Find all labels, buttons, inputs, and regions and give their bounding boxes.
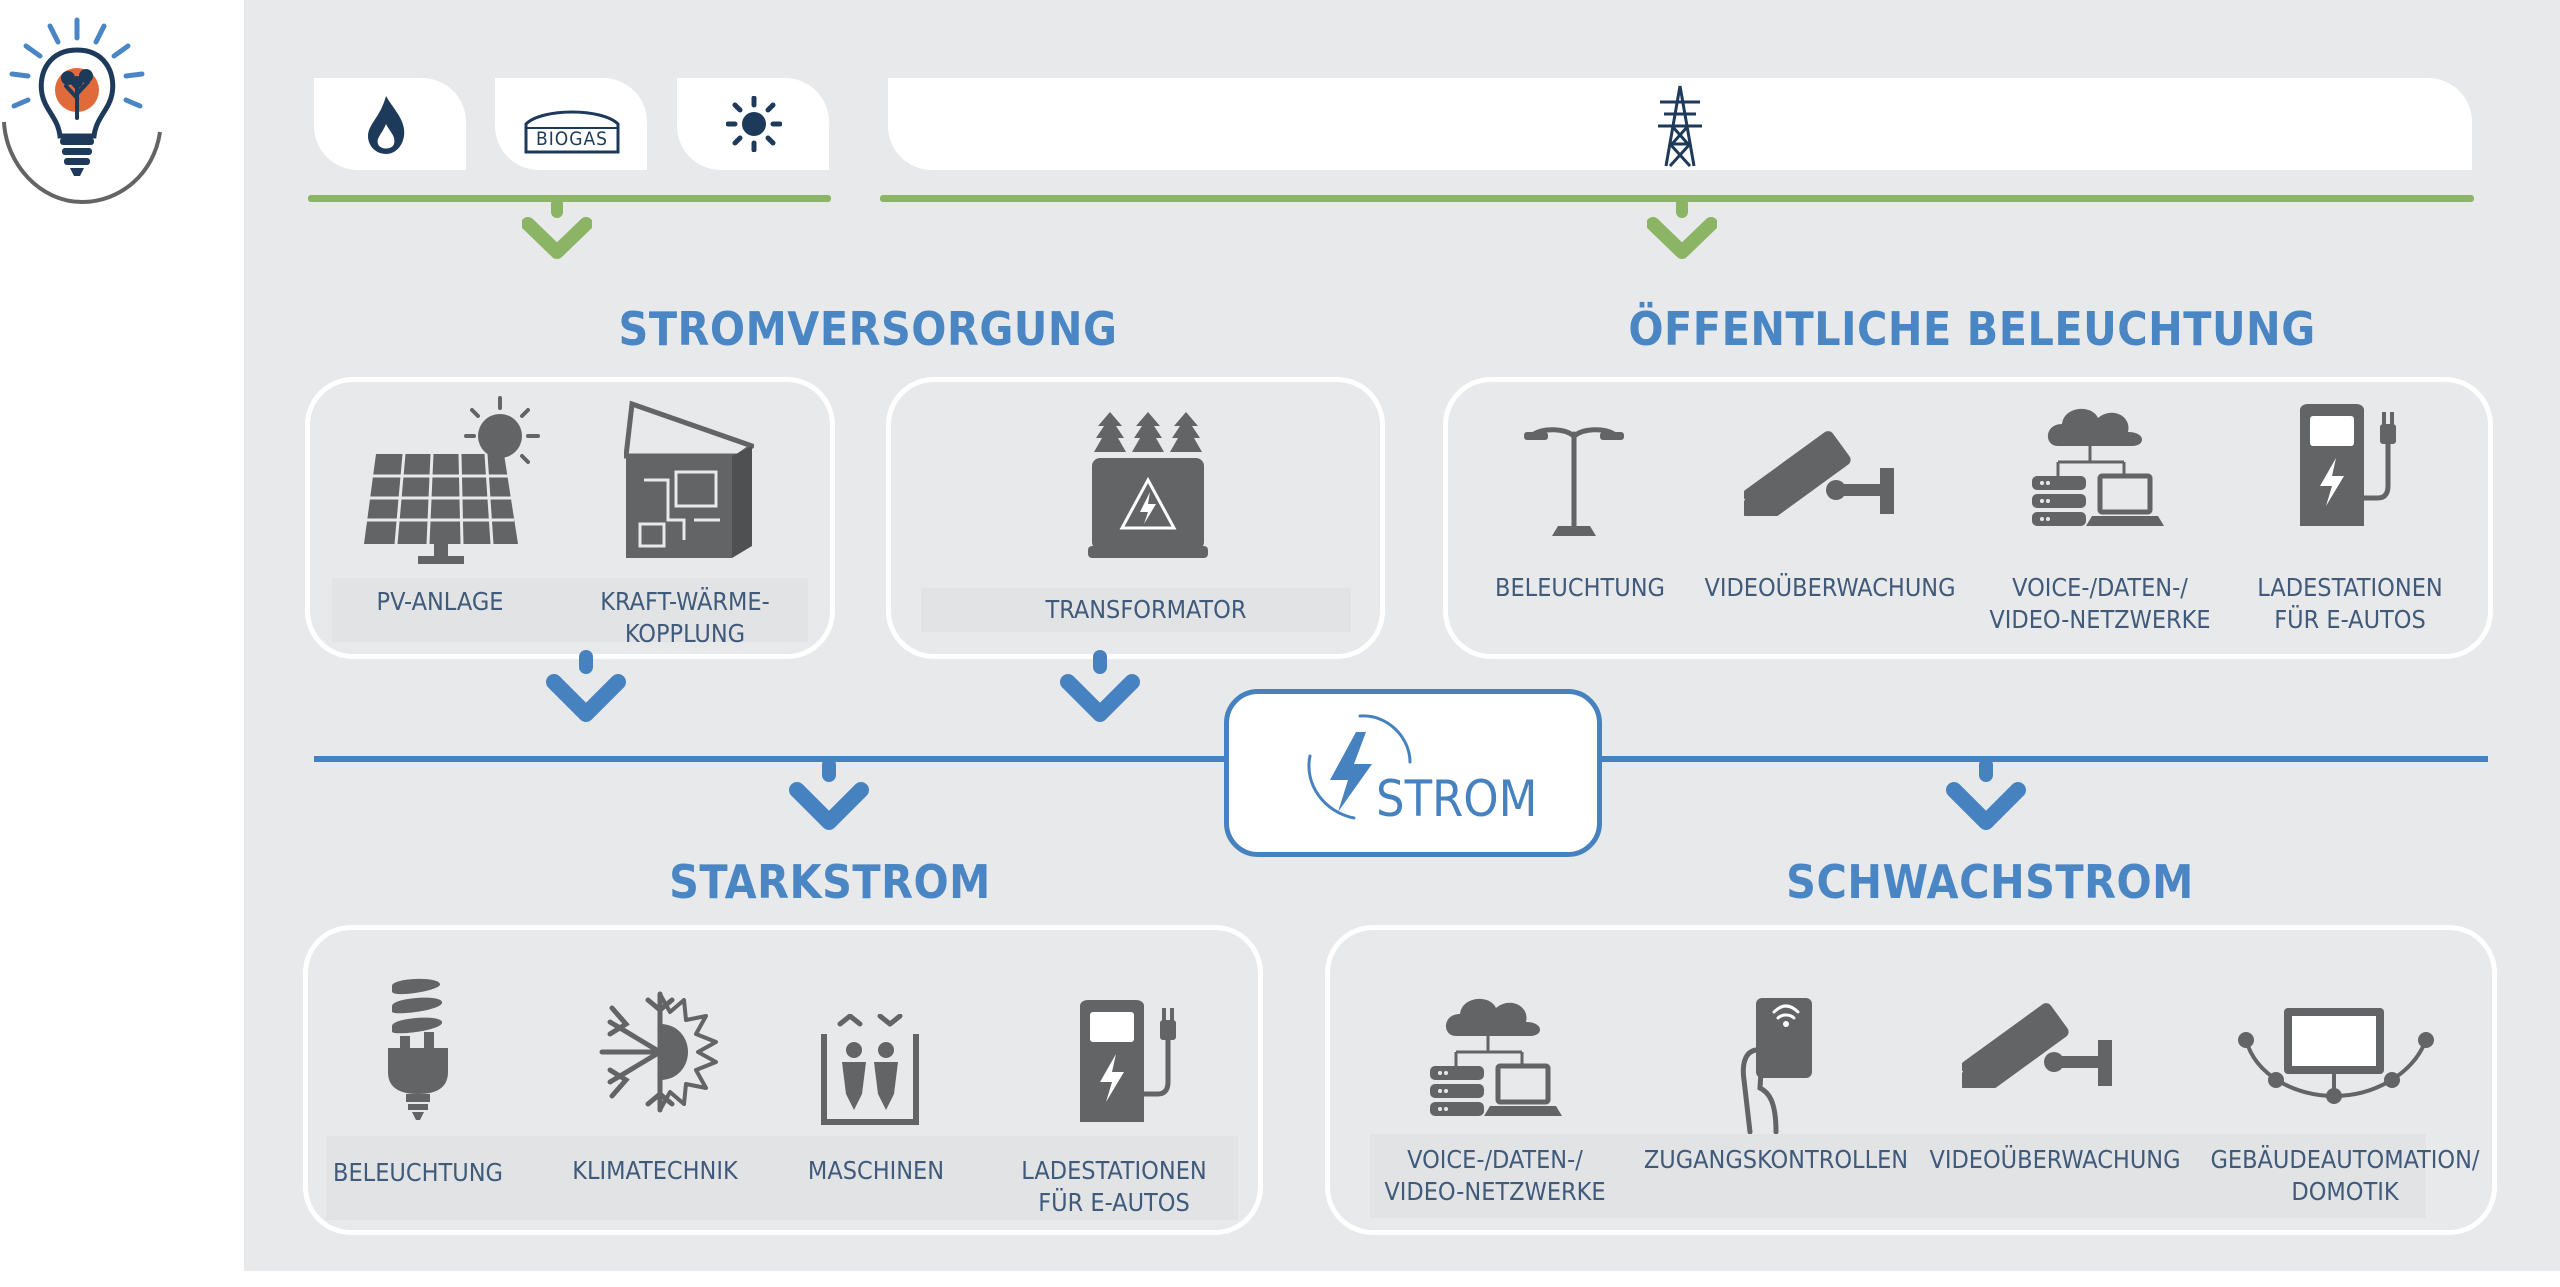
label-beleuchtung: BELEUCHTUNG <box>333 1158 503 1187</box>
power-pylon-icon <box>1658 85 1702 168</box>
arrow-down-icon <box>546 650 626 722</box>
heading-schwachstrom: SCHWACHSTROM <box>1786 855 2194 909</box>
label-domotik: DOMOTIK <box>2291 1177 2399 1206</box>
chp-unit-icon <box>624 400 754 558</box>
label-background <box>1370 1134 2426 1218</box>
label-ladestationen: LADESTATIONEN <box>1021 1156 1207 1185</box>
source-line-left <box>308 195 831 202</box>
schwachstrom-card <box>1325 925 2497 1235</box>
label-videoueberwachung: VIDEOÜBERWACHUNG <box>1704 573 1956 602</box>
label-voice-daten: VOICE-/DATEN-/ <box>2012 573 2188 602</box>
arrow-down-icon <box>789 758 869 830</box>
heading-starkstrom: STARKSTROM <box>669 855 991 909</box>
starkstrom-card <box>303 925 1263 1235</box>
snowflake-sun-icon <box>599 991 718 1113</box>
biogas-tank-icon <box>524 110 620 154</box>
label-ladestationen: LADESTATIONEN <box>2257 573 2443 602</box>
energy-saving-bulb-icon <box>388 978 448 1120</box>
solar-panel-icon <box>364 396 540 564</box>
oeffentliche-card <box>1443 377 2493 659</box>
label-klimatechnik: KLIMATECHNIK <box>572 1156 738 1185</box>
ev-charger-icon <box>1080 1000 1176 1122</box>
arrow-down-icon <box>1647 198 1717 259</box>
cctv-camera-icon <box>1962 1003 2112 1088</box>
label-transformator: TRANSFORMATOR <box>1045 595 1247 624</box>
network-cloud-icon <box>1430 998 1562 1116</box>
elevator-icon <box>821 1014 919 1125</box>
strom-line-right <box>1600 756 2488 762</box>
label-background <box>921 588 1351 632</box>
strom-line-left <box>314 756 1226 762</box>
access-card-icon <box>1740 998 1812 1134</box>
label-gebaeudeautomation: GEBÄUDEAUTOMATION/ <box>2210 1145 2480 1174</box>
lightning-bolt-icon <box>1307 714 1412 820</box>
label-pv-anlage: PV-ANLAGE <box>376 587 504 616</box>
biogas-source-box <box>495 78 647 170</box>
label-fuer-e-autos: FÜR E-AUTOS <box>1038 1188 1190 1217</box>
strom-center-box <box>1224 689 1602 857</box>
label-zugangskontrollen: ZUGANGSKONTROLLEN <box>1643 1145 1909 1174</box>
heading-stromversorgung: STROMVERSORGUNG <box>618 302 1118 356</box>
label-background <box>326 1136 1238 1220</box>
transformer-icon <box>1088 412 1208 558</box>
sun-icon <box>726 96 782 152</box>
transformator-card <box>886 377 1385 659</box>
label-kopplung: KOPPLUNG <box>624 619 746 648</box>
strom-label: STROM <box>1376 770 1538 828</box>
building-automation-icon <box>2238 1008 2434 1104</box>
street-lamp-icon <box>1524 427 1624 536</box>
label-fuer-e-autos: FÜR E-AUTOS <box>2274 605 2426 634</box>
stromversorgung-card <box>305 377 835 659</box>
label-voice-daten: VOICE-/DATEN-/ <box>1407 1145 1583 1174</box>
label-kraft-waerme: KRAFT-WÄRME- <box>600 587 770 616</box>
arrow-down-icon <box>1060 650 1140 722</box>
ev-charger-icon <box>2300 404 2396 526</box>
network-cloud-icon <box>2032 408 2164 526</box>
label-background <box>332 578 808 642</box>
lightbulb-tree-icon <box>2 17 162 205</box>
label-maschinen: MASCHINEN <box>807 1156 945 1185</box>
flame-icon <box>368 96 405 154</box>
biogas-label: BIOGAS <box>535 128 608 150</box>
arrow-down-icon <box>522 198 592 259</box>
cctv-camera-icon <box>1744 431 1894 516</box>
source-line-right <box>880 195 2474 202</box>
label-videoueberwachung: VIDEOÜBERWACHUNG <box>1929 1145 2181 1174</box>
label-video-netzwerke: VIDEO-NETZWERKE <box>1989 605 2211 634</box>
arrow-down-icon <box>1946 758 2026 830</box>
label-beleuchtung: BELEUCHTUNG <box>1495 573 1665 602</box>
heading-oeffentliche-beleuchtung: ÖFFENTLICHE BELEUCHTUNG <box>1628 302 2316 356</box>
label-video-netzwerke: VIDEO-NETZWERKE <box>1384 1177 1606 1206</box>
